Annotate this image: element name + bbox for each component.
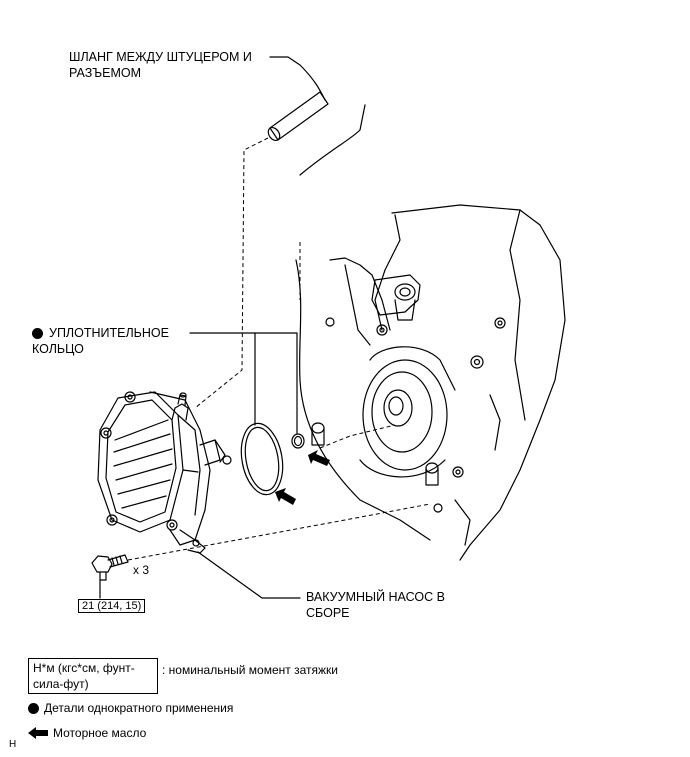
legend-non-reusable-text: Детали однократного применения	[44, 701, 234, 715]
pump-label: ВАКУУМНЫЙ НАСОС В СБОРЕ	[306, 590, 445, 620]
o-ring-label: УПЛОТНИТЕЛЬНОЕ КОЛЬЦО	[32, 326, 169, 356]
bolt	[91, 554, 129, 581]
legend-non-reusable: Детали однократного применения	[28, 700, 233, 716]
legend-torque-box: Н*м (кгс*см, фунт-сила-фут)	[28, 658, 158, 694]
torque-value: 21 (214, 15)	[78, 599, 146, 613]
legend-engine-oil: Моторное масло	[28, 725, 146, 741]
bolt-quantity: x 3	[133, 563, 150, 577]
corner-mark: H	[9, 739, 17, 750]
hose-label: ШЛАНГ МЕЖДУ ШТУЦЕРОМ И РАЗЪЕМОМ	[69, 50, 252, 80]
hose	[267, 91, 329, 142]
non-reusable-dot-icon	[28, 702, 39, 714]
small-o-ring	[291, 433, 305, 449]
oil-arrow-icon	[28, 727, 48, 739]
legend-engine-oil-text: Моторное масло	[53, 726, 147, 740]
vacuum-pump	[97, 391, 232, 554]
hose-leader	[269, 56, 326, 101]
oil-arrows	[275, 450, 330, 505]
non-reusable-dot-icon	[32, 327, 43, 339]
large-o-ring	[240, 422, 284, 496]
legend-torque-desc: : номинальный момент затяжки	[162, 663, 338, 677]
engine-block	[295, 104, 566, 561]
